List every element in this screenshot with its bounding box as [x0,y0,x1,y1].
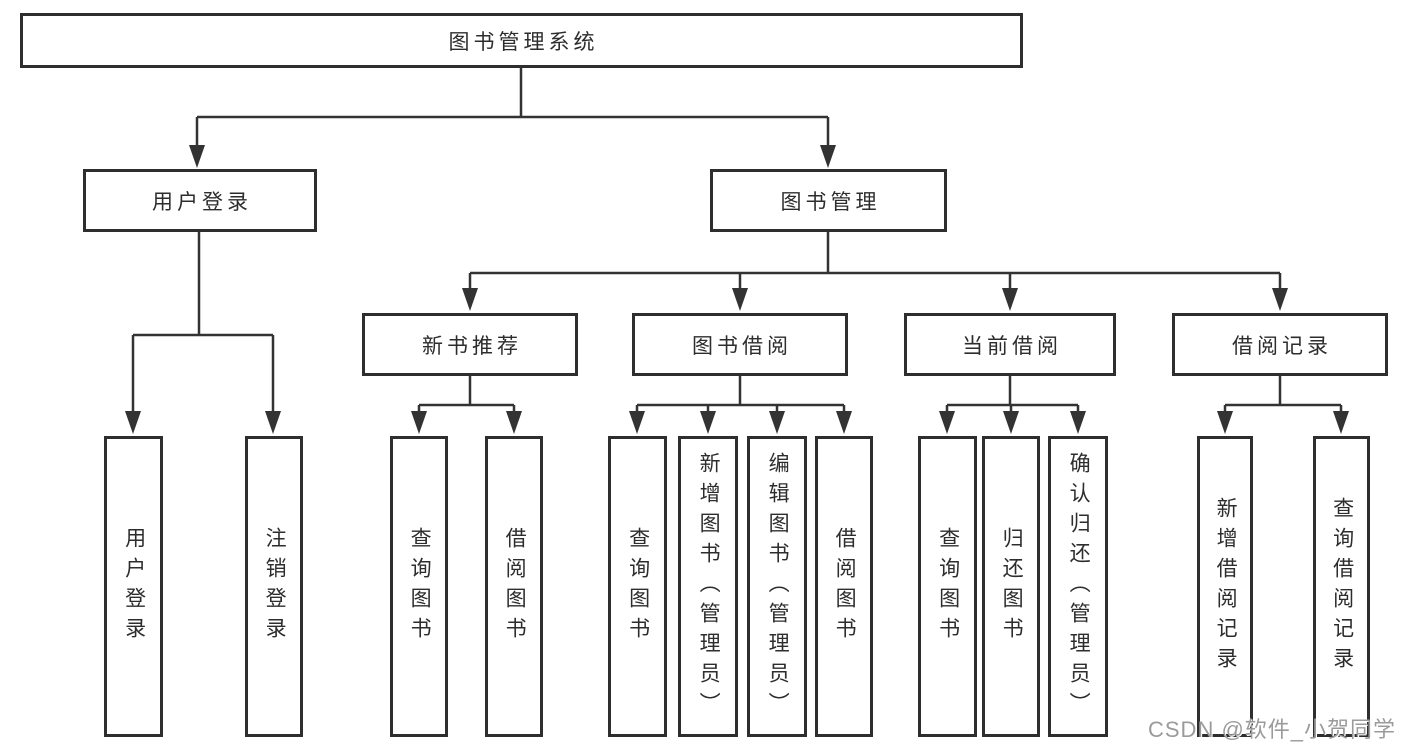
csdn-watermark: CSDN @软件_小贺同学 [1148,717,1397,742]
connector-newbook-to-leaves [417,376,516,414]
node-label: 图书借阅 [692,334,792,358]
arrow-down-icon [1272,288,1288,311]
leaf-borrow-borrow-book: 借阅图书 [815,436,873,737]
arrow-down-icon [125,411,141,434]
node-label: 借阅记录 [1232,334,1332,358]
node-label: 确认归还（管理员） [1067,451,1091,722]
node-new-book-recommend: 新书推荐 [362,313,578,376]
connector-userlogin-to-leaves [131,232,275,414]
node-borrow-records: 借阅记录 [1172,313,1388,376]
node-book-management: 图书管理 [710,169,947,232]
node-label: 新增借阅记录 [1214,496,1238,677]
leaf-borrow-edit-book-admin: 编辑图书（管理员） [747,436,807,737]
arrow-down-icon [1003,411,1019,434]
arrow-down-icon [1217,411,1233,434]
node-label: 注销登录 [263,526,287,647]
connector-records-to-leaves [1223,376,1343,414]
node-label: 查询借阅记录 [1330,496,1354,677]
node-label: 当前借阅 [962,334,1062,358]
connector-bookborrow-to-leaves [635,376,846,414]
leaf-newbook-query-book: 查询图书 [390,436,448,737]
node-library-management-system: 图书管理系统 [20,13,1023,68]
arrow-down-icon [462,288,478,311]
leaf-logout: 注销登录 [245,436,303,737]
leaf-records-query-record: 查询借阅记录 [1313,436,1370,737]
arrow-down-icon [506,411,522,434]
node-label: 查询图书 [936,526,960,647]
connector-root-to-level2 [195,68,830,148]
node-label: 查询图书 [626,526,650,647]
node-current-borrow: 当前借阅 [904,313,1116,376]
arrow-down-icon [411,411,427,434]
node-label: 图书管理系统 [448,30,599,54]
arrow-down-icon [836,411,852,434]
arrow-down-icon [1070,411,1086,434]
leaf-records-add-record: 新增借阅记录 [1197,436,1253,737]
arrow-down-icon [265,411,281,434]
node-label: 编辑图书（管理员） [766,451,790,722]
node-label: 查询图书 [408,526,432,647]
leaf-user-login: 用户登录 [104,436,163,737]
arrow-down-icon [1333,411,1349,434]
node-label: 新增图书（管理员） [697,451,721,722]
arrow-down-icon [629,411,645,434]
node-label: 图书管理 [780,190,881,214]
arrow-down-icon [732,288,748,311]
node-user-login: 用户登录 [83,169,317,232]
leaf-current-return-book: 归还图书 [982,436,1040,737]
arrow-down-icon [769,411,785,434]
node-book-borrow: 图书借阅 [632,313,848,376]
arrow-down-icon [939,411,955,434]
node-label: 新书推荐 [422,334,522,358]
arrow-down-icon [189,145,205,168]
arrow-down-icon [1002,288,1018,311]
leaf-borrow-query-book: 查询图书 [608,436,667,737]
node-label: 用户登录 [122,526,146,647]
connector-currentborrow-to-leaves [945,376,1080,414]
connector-bookmgmt-to-level3 [468,232,1282,291]
arrowheads [125,145,1349,434]
node-label: 用户登录 [152,190,252,214]
leaf-current-confirm-return-admin: 确认归还（管理员） [1048,436,1108,737]
leaf-borrow-add-book-admin: 新增图书（管理员） [678,436,738,737]
leaf-current-query-book: 查询图书 [918,436,977,737]
node-label: 借阅图书 [833,526,857,647]
node-label: 归还图书 [1000,526,1024,647]
leaf-newbook-borrow-book: 借阅图书 [485,436,543,737]
node-label: 借阅图书 [503,526,527,647]
arrow-down-icon [820,145,836,168]
arrow-down-icon [700,411,716,434]
